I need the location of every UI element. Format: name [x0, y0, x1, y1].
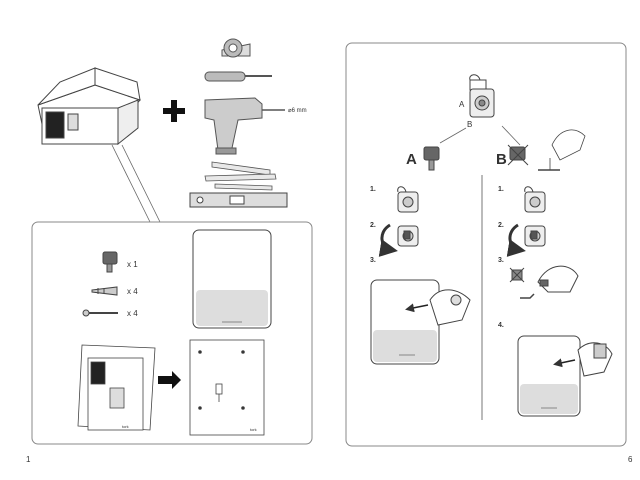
folding-ruler-icon: [204, 161, 277, 191]
lock-label-b: B: [467, 120, 472, 129]
lock-icon: [397, 186, 419, 213]
page-number-right: 6: [628, 455, 633, 464]
wall-plug-icon: [91, 286, 118, 296]
arrow-icon: [158, 371, 181, 389]
hand-tool-icon: [538, 129, 586, 171]
dispenser-icon: [192, 229, 272, 329]
screwdriver-icon: [204, 71, 272, 82]
template-brand: tork: [250, 427, 257, 432]
instruction-sheet-icon: [77, 344, 156, 431]
plus-icon: [163, 100, 185, 122]
lock-label-a: A: [459, 100, 465, 109]
screw-qty: x 4: [127, 309, 138, 318]
dispenser-open-icon: [370, 279, 471, 365]
step-a-2: 2.: [370, 222, 376, 229]
option-b-label: B: [496, 151, 507, 168]
tape-icon: [221, 38, 251, 58]
key-icon: [102, 251, 118, 273]
step-b-1: 1.: [498, 186, 504, 193]
callout-lines: [111, 144, 161, 223]
page-number-left: 1: [26, 455, 31, 464]
rotate-arrow-icon: [378, 223, 398, 257]
step-b-3: 3.: [498, 257, 504, 264]
step-b-4: 4.: [498, 322, 504, 329]
branch-lines: [439, 125, 521, 146]
lock-icon: [469, 74, 495, 118]
step-a-1: 1.: [370, 186, 376, 193]
step-b-2: 2.: [498, 222, 504, 229]
rotate-arrow-icon: [506, 223, 526, 257]
dispenser-open-icon: [517, 335, 613, 417]
key-qty: x 1: [127, 260, 138, 269]
key-icon: [423, 146, 440, 171]
screw-icon: [82, 309, 118, 317]
drill-bit-label: ⌀6 mm: [288, 108, 307, 114]
option-a-label: A: [406, 151, 417, 168]
box-icon: [37, 67, 141, 146]
lock-icon: [524, 225, 546, 247]
lock-icon: [397, 225, 419, 247]
drilling-template: [189, 339, 265, 436]
crossed-key-icon: [507, 144, 529, 166]
drill-icon: [204, 97, 285, 155]
tool-key-step-icon: [509, 265, 579, 299]
wall-plug-qty: x 4: [127, 287, 138, 296]
spirit-level-icon: [189, 192, 288, 208]
sheet-brand: tork: [122, 424, 129, 429]
step-a-3: 3.: [370, 257, 376, 264]
lock-icon: [524, 186, 546, 213]
